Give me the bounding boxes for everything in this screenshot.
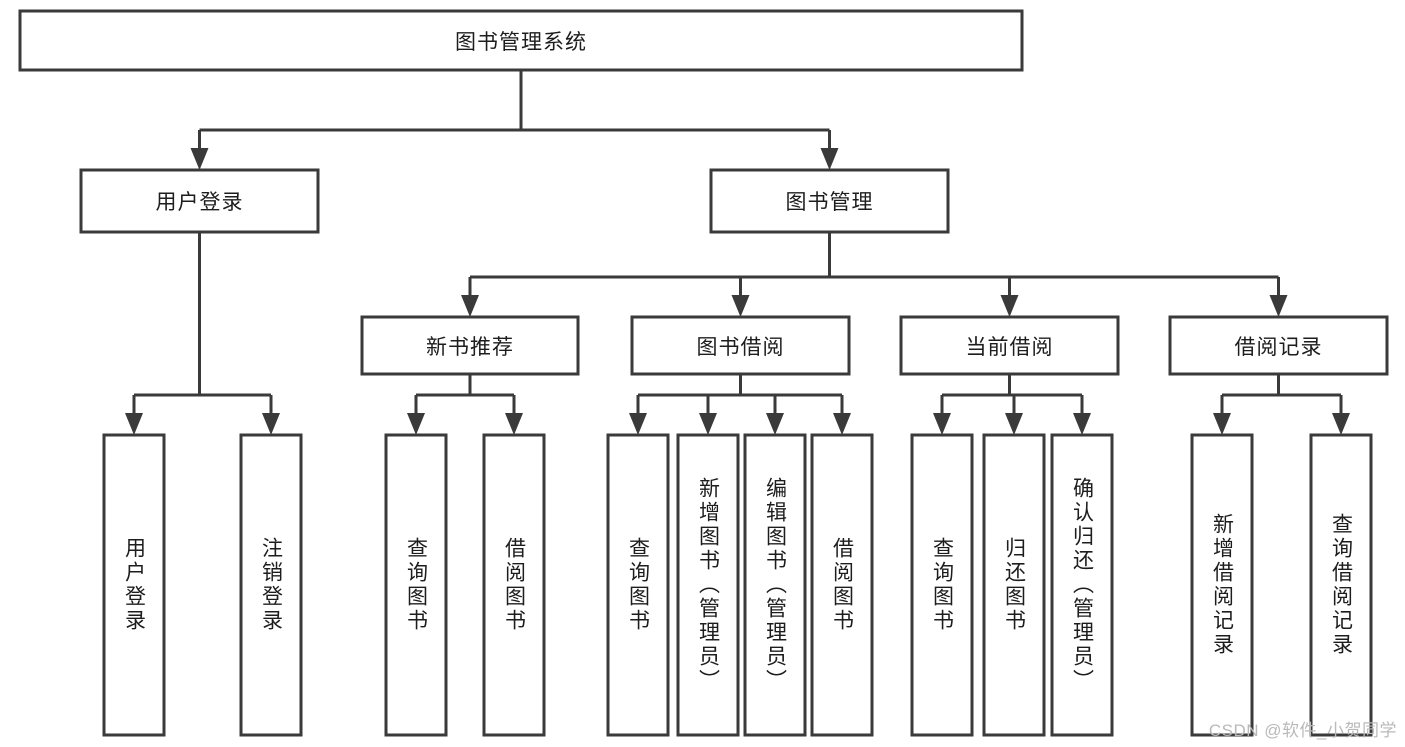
node-box-current-borrow[interactable] xyxy=(899,315,1120,376)
arrow-head-icon xyxy=(820,148,839,170)
node-box-user-login[interactable] xyxy=(79,168,320,234)
arrow-head-icon xyxy=(407,413,425,435)
arrow-head-icon xyxy=(629,413,647,435)
node-box-leaf-borrow-book-2[interactable] xyxy=(810,433,874,737)
node-box-leaf-add-book[interactable] xyxy=(676,433,740,737)
node-box-leaf-borrow-book-1[interactable] xyxy=(482,433,546,737)
node-box-leaf-logout[interactable] xyxy=(239,433,303,737)
node-box-leaf-edit-book[interactable] xyxy=(743,433,807,737)
arrow-head-icon xyxy=(190,148,209,170)
arrow-head-icon xyxy=(1269,295,1288,317)
node-box-leaf-query-record[interactable] xyxy=(1309,433,1373,737)
node-box-leaf-confirm-return[interactable] xyxy=(1050,433,1114,737)
arrow-head-icon xyxy=(1332,413,1350,435)
arrow-head-icon xyxy=(461,295,479,317)
boxes-layer xyxy=(18,9,1389,737)
arrow-head-icon xyxy=(505,413,523,435)
arrow-head-icon xyxy=(1213,413,1231,435)
arrow-head-icon xyxy=(933,413,951,435)
node-box-leaf-query-book-2[interactable] xyxy=(606,433,670,737)
arrow-head-icon xyxy=(1000,295,1019,317)
arrow-head-icon xyxy=(731,295,750,317)
node-box-leaf-return-book[interactable] xyxy=(982,433,1046,737)
node-box-leaf-user-login[interactable] xyxy=(102,433,166,737)
node-box-book-manage[interactable] xyxy=(709,168,950,234)
arrow-head-icon xyxy=(833,413,851,435)
node-box-root[interactable] xyxy=(18,9,1024,72)
arrow-head-icon xyxy=(262,413,280,435)
arrow-head-icon xyxy=(1005,413,1023,435)
arrow-head-icon xyxy=(125,413,143,435)
connectors-layer xyxy=(125,70,1350,435)
arrow-head-icon xyxy=(766,413,784,435)
node-box-borrow-record[interactable] xyxy=(1168,315,1389,376)
arrow-head-icon xyxy=(1073,413,1091,435)
arrow-head-icon xyxy=(699,413,717,435)
node-box-new-book-rec[interactable] xyxy=(360,315,580,376)
node-box-leaf-query-book-3[interactable] xyxy=(910,433,974,737)
node-box-leaf-add-record[interactable] xyxy=(1190,433,1254,737)
node-box-leaf-query-book-1[interactable] xyxy=(384,433,448,737)
node-box-book-borrow[interactable] xyxy=(630,315,851,376)
